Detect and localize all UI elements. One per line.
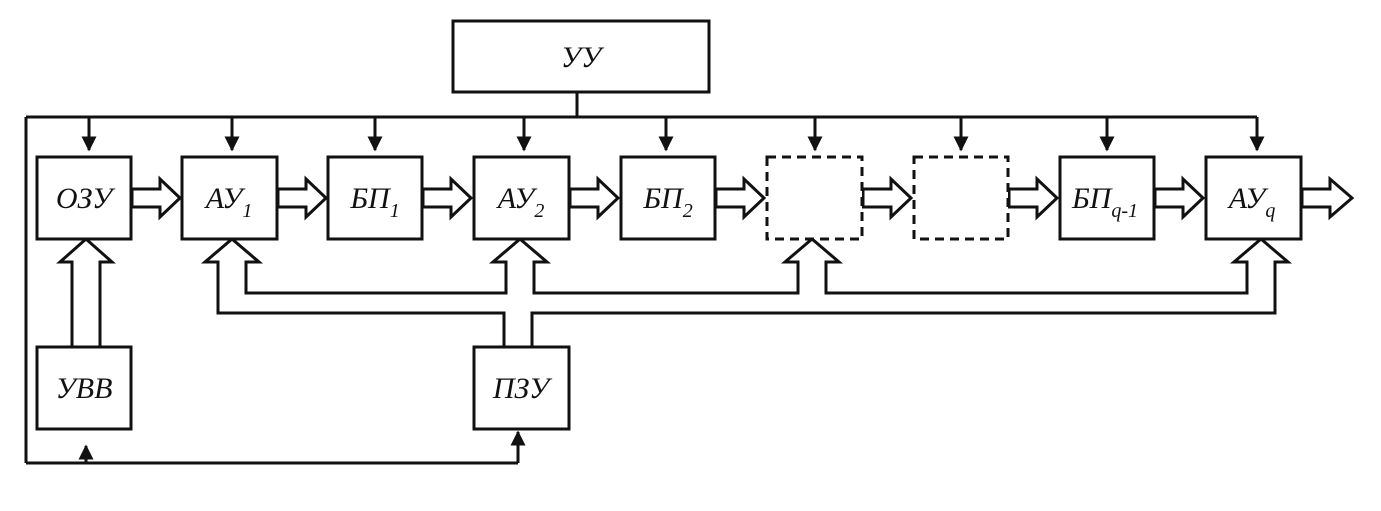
arrow-uvv-ozu [56,236,116,349]
svg-text:АУ1: АУ1 [204,182,253,222]
block-dashed-1 [765,155,864,241]
bp1-subscript: 1 [390,200,400,222]
arrow-bp2-dashed1 [714,175,767,221]
arrow-au1-bp1 [276,175,329,221]
arrow-bp1-au2 [421,175,474,221]
svg-text:БП2: БП2 [642,182,692,222]
block-uvv: УВВ [35,345,133,431]
control-bus [24,92,1265,465]
uu-label: УУ [561,41,605,74]
block-ozu: ОЗУ [35,155,133,241]
block-dashed-2 [912,155,1010,241]
block-au2: АУ2 [472,155,571,241]
block-uu: УУ [451,19,711,94]
arrow-dashed1-dashed2 [861,175,914,221]
block-au1: АУ1 [180,155,279,241]
arrow-au2-bp2 [568,175,621,221]
block-auq: АУq [1204,155,1303,241]
bpq1-subscript: q-1 [1111,200,1138,222]
data-flow-arrows [130,175,1355,221]
ozu-label: ОЗУ [56,182,116,215]
bp2-label: БП [642,182,685,215]
pzu-bus [200,237,1293,347]
block-bp1: БП1 [326,155,424,241]
svg-text:БП1: БП1 [349,182,399,222]
au2-label: АУ [496,182,538,215]
auq-label: АУ [1227,182,1269,215]
arrow-dashed2-bpq1 [1007,175,1060,221]
svg-text:АУ2: АУ2 [496,182,545,222]
block-bpq1: БПq-1 [1058,155,1156,241]
arrow-bpq1-auq [1153,175,1206,221]
pzu-label: ПЗУ [492,372,553,405]
au2-subscript: 2 [534,200,544,222]
auq-subscript: q [1265,200,1275,222]
svg-text:АУq: АУq [1227,182,1276,222]
block-bp2: БП2 [619,155,717,241]
bpq1-label: БП [1071,182,1114,215]
bp1-label: БП [349,182,392,215]
block-pzu: ПЗУ [472,345,571,431]
svg-text:БПq-1: БПq-1 [1071,182,1138,222]
arrow-auq-output [1300,175,1355,221]
arrow-ozu-au1 [130,175,183,221]
uvv-label: УВВ [56,372,113,405]
bp2-subscript: 2 [683,200,693,222]
au1-subscript: 1 [242,200,252,222]
au1-label: АУ [204,182,246,215]
